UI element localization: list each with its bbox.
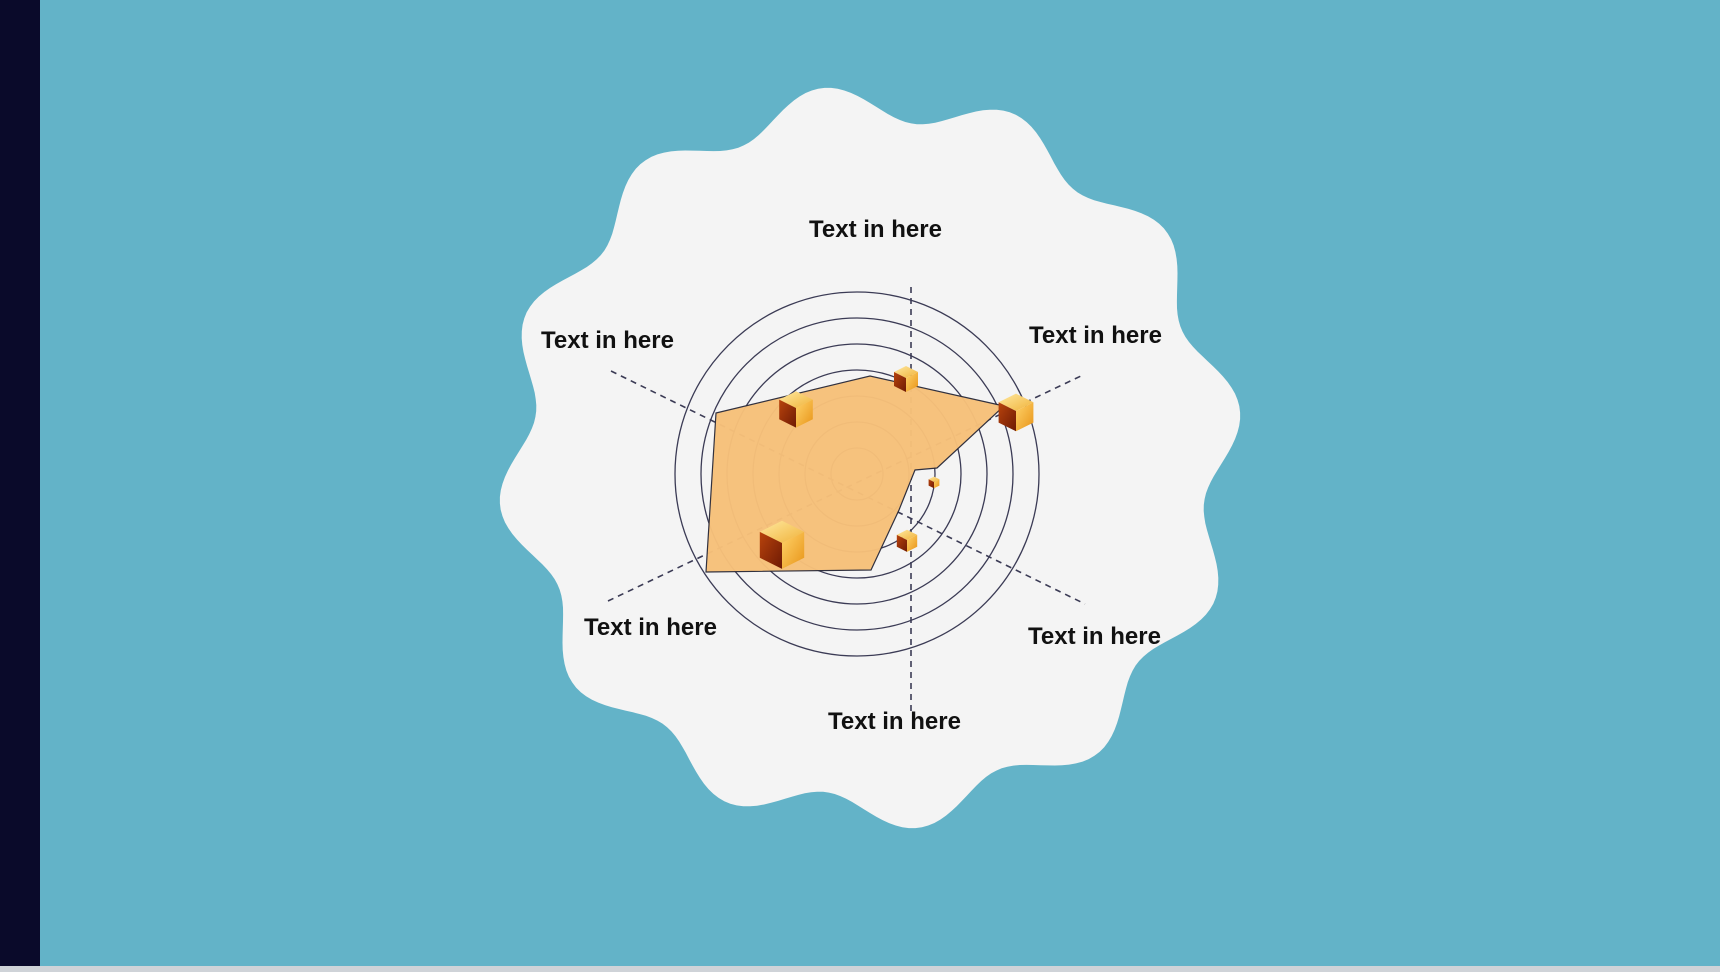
data-cubes [759, 366, 1034, 569]
cube-marker [896, 529, 918, 552]
ring [700, 317, 1014, 631]
cube-marker [928, 476, 940, 489]
label-bottom: Text in here [828, 708, 961, 735]
label-upper-left: Text in here [541, 327, 674, 354]
cube-marker [759, 520, 805, 569]
cube-marker [779, 391, 813, 428]
label-upper-right: Text in here [1029, 322, 1162, 349]
cube-marker [894, 366, 918, 392]
label-top: Text in here [809, 216, 942, 243]
ring [674, 291, 1040, 657]
axis-labels: Text in here Text in here Text in here T… [541, 216, 1162, 735]
bottom-edge [0, 966, 1720, 972]
cube-marker [998, 393, 1034, 432]
left-edge-strip [0, 0, 40, 966]
label-lower-right: Text in here [1028, 623, 1161, 650]
label-lower-left: Text in here [584, 614, 717, 641]
